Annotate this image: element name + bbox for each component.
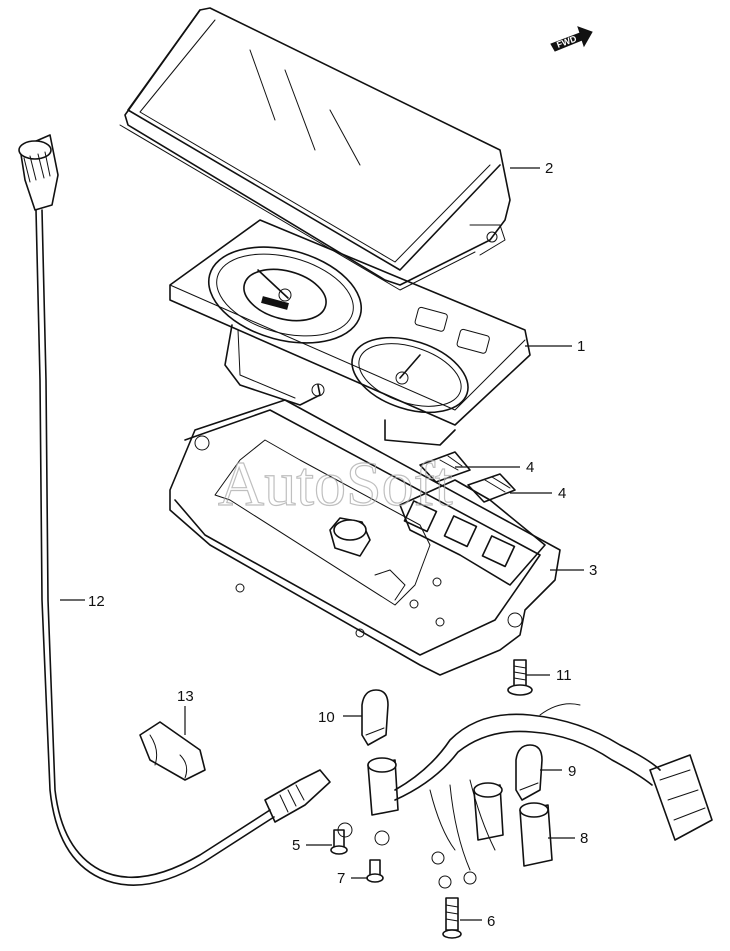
bulb-10: [361, 689, 389, 746]
cluster-housing: [169, 399, 561, 676]
callout-4-lower: 4: [558, 485, 566, 502]
callout-2: 2: [545, 160, 553, 177]
socket-clips: [419, 451, 516, 503]
fwd-arrow-icon: FWD: [550, 26, 593, 52]
callout-3: 3: [589, 562, 597, 579]
cable-clamp: [139, 721, 206, 781]
callout-5: 5: [292, 837, 300, 854]
housing-screw: [507, 659, 533, 696]
callout-7: 7: [337, 870, 345, 887]
bulb-sockets: [367, 757, 553, 867]
callout-1: 1: [577, 338, 585, 355]
callout-leaders: [60, 167, 584, 921]
callout-10: 10: [318, 709, 335, 726]
screw-6: [442, 897, 462, 939]
callout-13: 13: [177, 688, 194, 705]
screw-5: [330, 829, 348, 855]
gauge-faceplate: [169, 219, 531, 446]
callout-11: 11: [556, 667, 572, 684]
callout-12: 12: [88, 593, 105, 610]
callout-8: 8: [580, 830, 588, 847]
wiring-harness: [337, 703, 713, 889]
callout-4-upper: 4: [526, 459, 534, 476]
callout-6: 6: [487, 913, 495, 930]
watermark-text: AutoSoft: [218, 448, 453, 519]
speedometer-cable: [18, 134, 331, 886]
fwd-label: FWD: [555, 33, 578, 50]
lens-cover: [119, 7, 511, 291]
callout-9: 9: [568, 763, 576, 780]
bulb-9: [515, 744, 543, 801]
screw-7: [366, 859, 384, 883]
